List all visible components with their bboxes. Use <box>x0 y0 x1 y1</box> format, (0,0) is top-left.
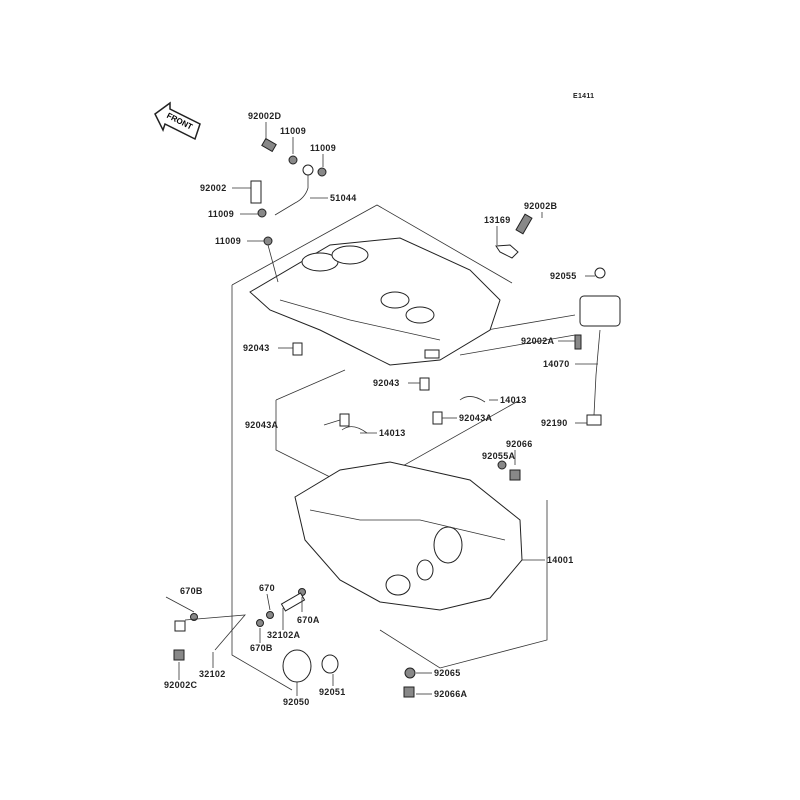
part-label[interactable]: 92055A <box>482 451 516 461</box>
part-label[interactable]: 92066A <box>434 689 468 699</box>
part-labels: 92002D 11009 11009 92002 51044 11009 110… <box>164 111 577 707</box>
part-label[interactable]: 11009 <box>310 143 336 153</box>
part-label[interactable]: 92043 <box>243 343 270 353</box>
front-arrow-icon: FRONT <box>154 101 201 141</box>
part-label[interactable]: 14013 <box>379 428 406 438</box>
part-label[interactable]: 92043A <box>245 420 279 430</box>
part-label[interactable]: 92055 <box>550 271 577 281</box>
lower-crankcase <box>294 461 523 611</box>
part-label[interactable]: 92043 <box>373 378 400 388</box>
diagram-code: E1411 <box>573 93 594 100</box>
part-label[interactable]: 92065 <box>434 668 461 678</box>
part-label[interactable]: 11009 <box>215 236 241 246</box>
label-leaders <box>165 122 598 696</box>
part-label[interactable]: 92066 <box>506 439 533 449</box>
part-label[interactable]: 11009 <box>280 126 306 136</box>
part-label[interactable]: 92190 <box>541 418 568 428</box>
part-label[interactable]: 92002A <box>521 336 555 346</box>
part-label[interactable]: 670A <box>297 615 320 625</box>
part-label[interactable]: 92043A <box>459 413 493 423</box>
part-label[interactable]: 51044 <box>330 193 357 203</box>
upper-crankcase <box>249 237 501 366</box>
part-label[interactable]: 92002 <box>200 183 227 193</box>
part-label[interactable]: 670B <box>250 643 273 653</box>
part-label[interactable]: 14070 <box>543 359 570 369</box>
part-label[interactable]: 670B <box>180 586 203 596</box>
part-label[interactable]: 92002D <box>248 111 282 121</box>
part-label[interactable]: 92002B <box>524 201 558 211</box>
part-label[interactable]: 11009 <box>208 209 234 219</box>
small-parts <box>173 137 621 698</box>
part-label[interactable]: 92002C <box>164 680 198 690</box>
part-label[interactable]: 32102A <box>267 630 301 640</box>
part-label[interactable]: 92051 <box>319 687 346 697</box>
part-label[interactable]: 14013 <box>500 395 527 405</box>
part-label[interactable]: 32102 <box>199 669 226 679</box>
part-label[interactable]: 14001 <box>547 555 574 565</box>
part-label[interactable]: 13169 <box>484 215 511 225</box>
part-label[interactable]: 670 <box>259 583 275 593</box>
part-label[interactable]: 92050 <box>283 697 310 707</box>
